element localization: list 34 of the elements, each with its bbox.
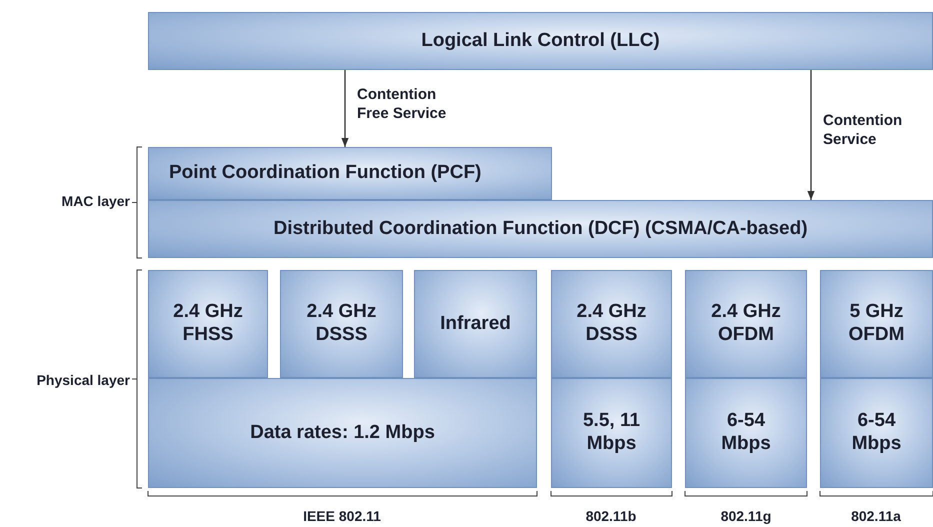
axis-label: 802.11g [720, 508, 772, 524]
layer-box [148, 378, 537, 488]
box-label: 2.4 GHz OFDM [710, 301, 782, 347]
box-label: Distributed Coordination Function (DCF) (CSMA/CA-based) [273, 218, 808, 240]
layer-box [551, 270, 672, 378]
box-label: 2.4 GHz FHSS [172, 301, 244, 347]
box-label: Logical Link Control (LLC) [421, 30, 660, 52]
box-label: 6-54 Mbps [850, 410, 902, 456]
box-label: 5 GHz OFDM [848, 301, 906, 347]
layer-box [551, 378, 672, 488]
layer-box [820, 378, 933, 488]
box-label: Point Coordination Function (PCF) [169, 162, 482, 185]
arrow [341, 70, 349, 147]
box-label: 2.4 GHz DSSS [576, 301, 648, 347]
layer-box [148, 270, 268, 378]
box-label: 5.5, 11 Mbps [582, 410, 642, 456]
axis-label: 802.11b [586, 508, 636, 524]
box-label: Infrared [440, 312, 511, 336]
layer-box [280, 270, 403, 378]
axis-label: 802.11a [851, 508, 901, 524]
axis-label: MAC layer [62, 193, 130, 209]
axis-label: Physical layer [36, 372, 130, 388]
box-label: Data rates: 1.2 Mbps [250, 422, 435, 444]
arrow [807, 70, 815, 200]
layer-box [148, 147, 552, 200]
layer-box [148, 200, 933, 258]
layer-box [148, 12, 933, 70]
layer-box [414, 270, 537, 378]
box-label: 2.4 GHz DSSS [306, 301, 378, 347]
layer-box [685, 378, 807, 488]
box-label: 6-54 Mbps [720, 410, 772, 456]
axis-label: IEEE 802.11 [303, 508, 381, 524]
layer-box [685, 270, 807, 378]
layer-box [820, 270, 933, 378]
